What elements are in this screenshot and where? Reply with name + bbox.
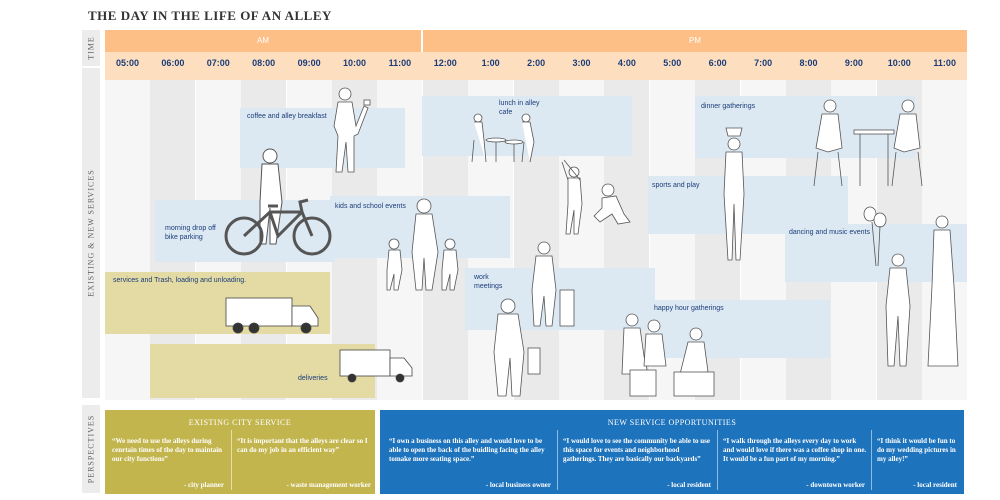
hours-bar (105, 52, 967, 80)
quote-divider (717, 430, 718, 490)
hour-label: 09:00 (297, 58, 321, 68)
delivery-truck-illustration (339, 349, 413, 383)
hour-label: 07:00 (206, 58, 230, 68)
band-happy (650, 300, 830, 358)
label-dancing: dancing and music events (789, 229, 870, 236)
quote-attribution: - local business owner (485, 481, 551, 489)
label-work: work meetings (474, 274, 503, 290)
page-title: THE DAY IN THE LIFE OF AN ALLEY (88, 8, 332, 23)
label-sports: sports and play (652, 182, 700, 189)
label-dinner: dinner gatherings (701, 103, 756, 110)
children-playing-illustration (561, 159, 631, 235)
business-person-illustration (493, 298, 541, 397)
hour-label: 2:00 (527, 58, 546, 68)
jumping-person-illustration (723, 127, 745, 261)
quote-divider (231, 430, 232, 490)
hour-label: 3:00 (572, 58, 591, 68)
quote-attribution: - city planner (183, 481, 224, 489)
coffee-person-illustration (333, 87, 371, 173)
existing-city-service-heading: EXISTING CITY SERVICE (188, 418, 292, 427)
sidebar-time: TIME (82, 30, 100, 66)
pm-period-bar: PM (423, 30, 967, 52)
label-kids: kids and school events (335, 203, 406, 210)
happy-hour-group-illustration (621, 313, 715, 397)
hour-label: 7:00 (754, 58, 773, 68)
quote-attribution: - local resident (667, 481, 711, 489)
label-coffee: coffee and alley breakfast (247, 113, 327, 120)
hour-label: 9:00 (844, 58, 863, 68)
sidebar-services: EXISTING & NEW SERVICES (82, 68, 100, 398)
hour-label: 11:00 (388, 58, 412, 68)
label-dropoff: morning drop off bike parking (165, 225, 216, 241)
dinner-table-illustration (813, 99, 923, 187)
label-deliveries: deliveries (298, 375, 328, 382)
quote-attribution: - waste management worker (286, 481, 371, 489)
quote-divider (871, 430, 872, 490)
hour-label: 4:00 (617, 58, 636, 68)
label-lunch: lunch in alley cafe (499, 100, 540, 116)
hour-label: 6:00 (708, 58, 727, 68)
garbage-truck-illustration (225, 297, 319, 334)
traveler-illustration (531, 241, 575, 327)
family-illustration (386, 198, 459, 291)
new-service-opportunities-panel (380, 410, 964, 494)
quote-text: “I would love to see the community be ab… (563, 437, 710, 463)
cafe-tables-illustration (471, 113, 535, 163)
hour-label: 08:00 (252, 58, 276, 68)
hour-label: 8:00 (799, 58, 818, 68)
hour-label: 12:00 (433, 58, 457, 68)
quote-text: “We need to use the alleys during cenrta… (112, 437, 223, 463)
quote-text: “I walk through the alleys every day to … (723, 437, 867, 463)
existing-city-service-panel (105, 410, 375, 494)
sidebar-perspectives: PERSPECTIVES (82, 405, 100, 493)
label-happy: happy hour gatherings (654, 305, 724, 312)
wedding-couple-illustration (863, 206, 959, 367)
hour-label: 05:00 (115, 58, 140, 68)
hour-label: 5:00 (663, 58, 682, 68)
hour-label: 1:00 (481, 58, 500, 68)
hour-label: 06:00 (161, 58, 185, 68)
hour-label: 11:00 (933, 58, 956, 68)
quote-divider (557, 430, 558, 490)
band-deliveries (150, 344, 375, 398)
hour-label: 10:00 (342, 58, 367, 68)
quote-text: “It is important that the alleys are cle… (237, 437, 368, 454)
bicycle-person-illustration (224, 148, 332, 256)
quote-text: “I own a business on this alley and woul… (389, 437, 545, 463)
label-services: services and Trash, loading and unloadin… (113, 277, 247, 284)
quote-text: “I think it would be fun to do my weddin… (877, 437, 956, 463)
quote-attribution: - downtown worker (806, 481, 865, 489)
am-period-bar: AM (105, 30, 421, 52)
new-service-opportunities-heading: NEW SERVICE OPPORTUNITIES (607, 418, 737, 427)
hour-column (105, 80, 150, 400)
hour-label: 10:00 (887, 58, 911, 68)
quote-attribution: - local resident (913, 481, 957, 489)
